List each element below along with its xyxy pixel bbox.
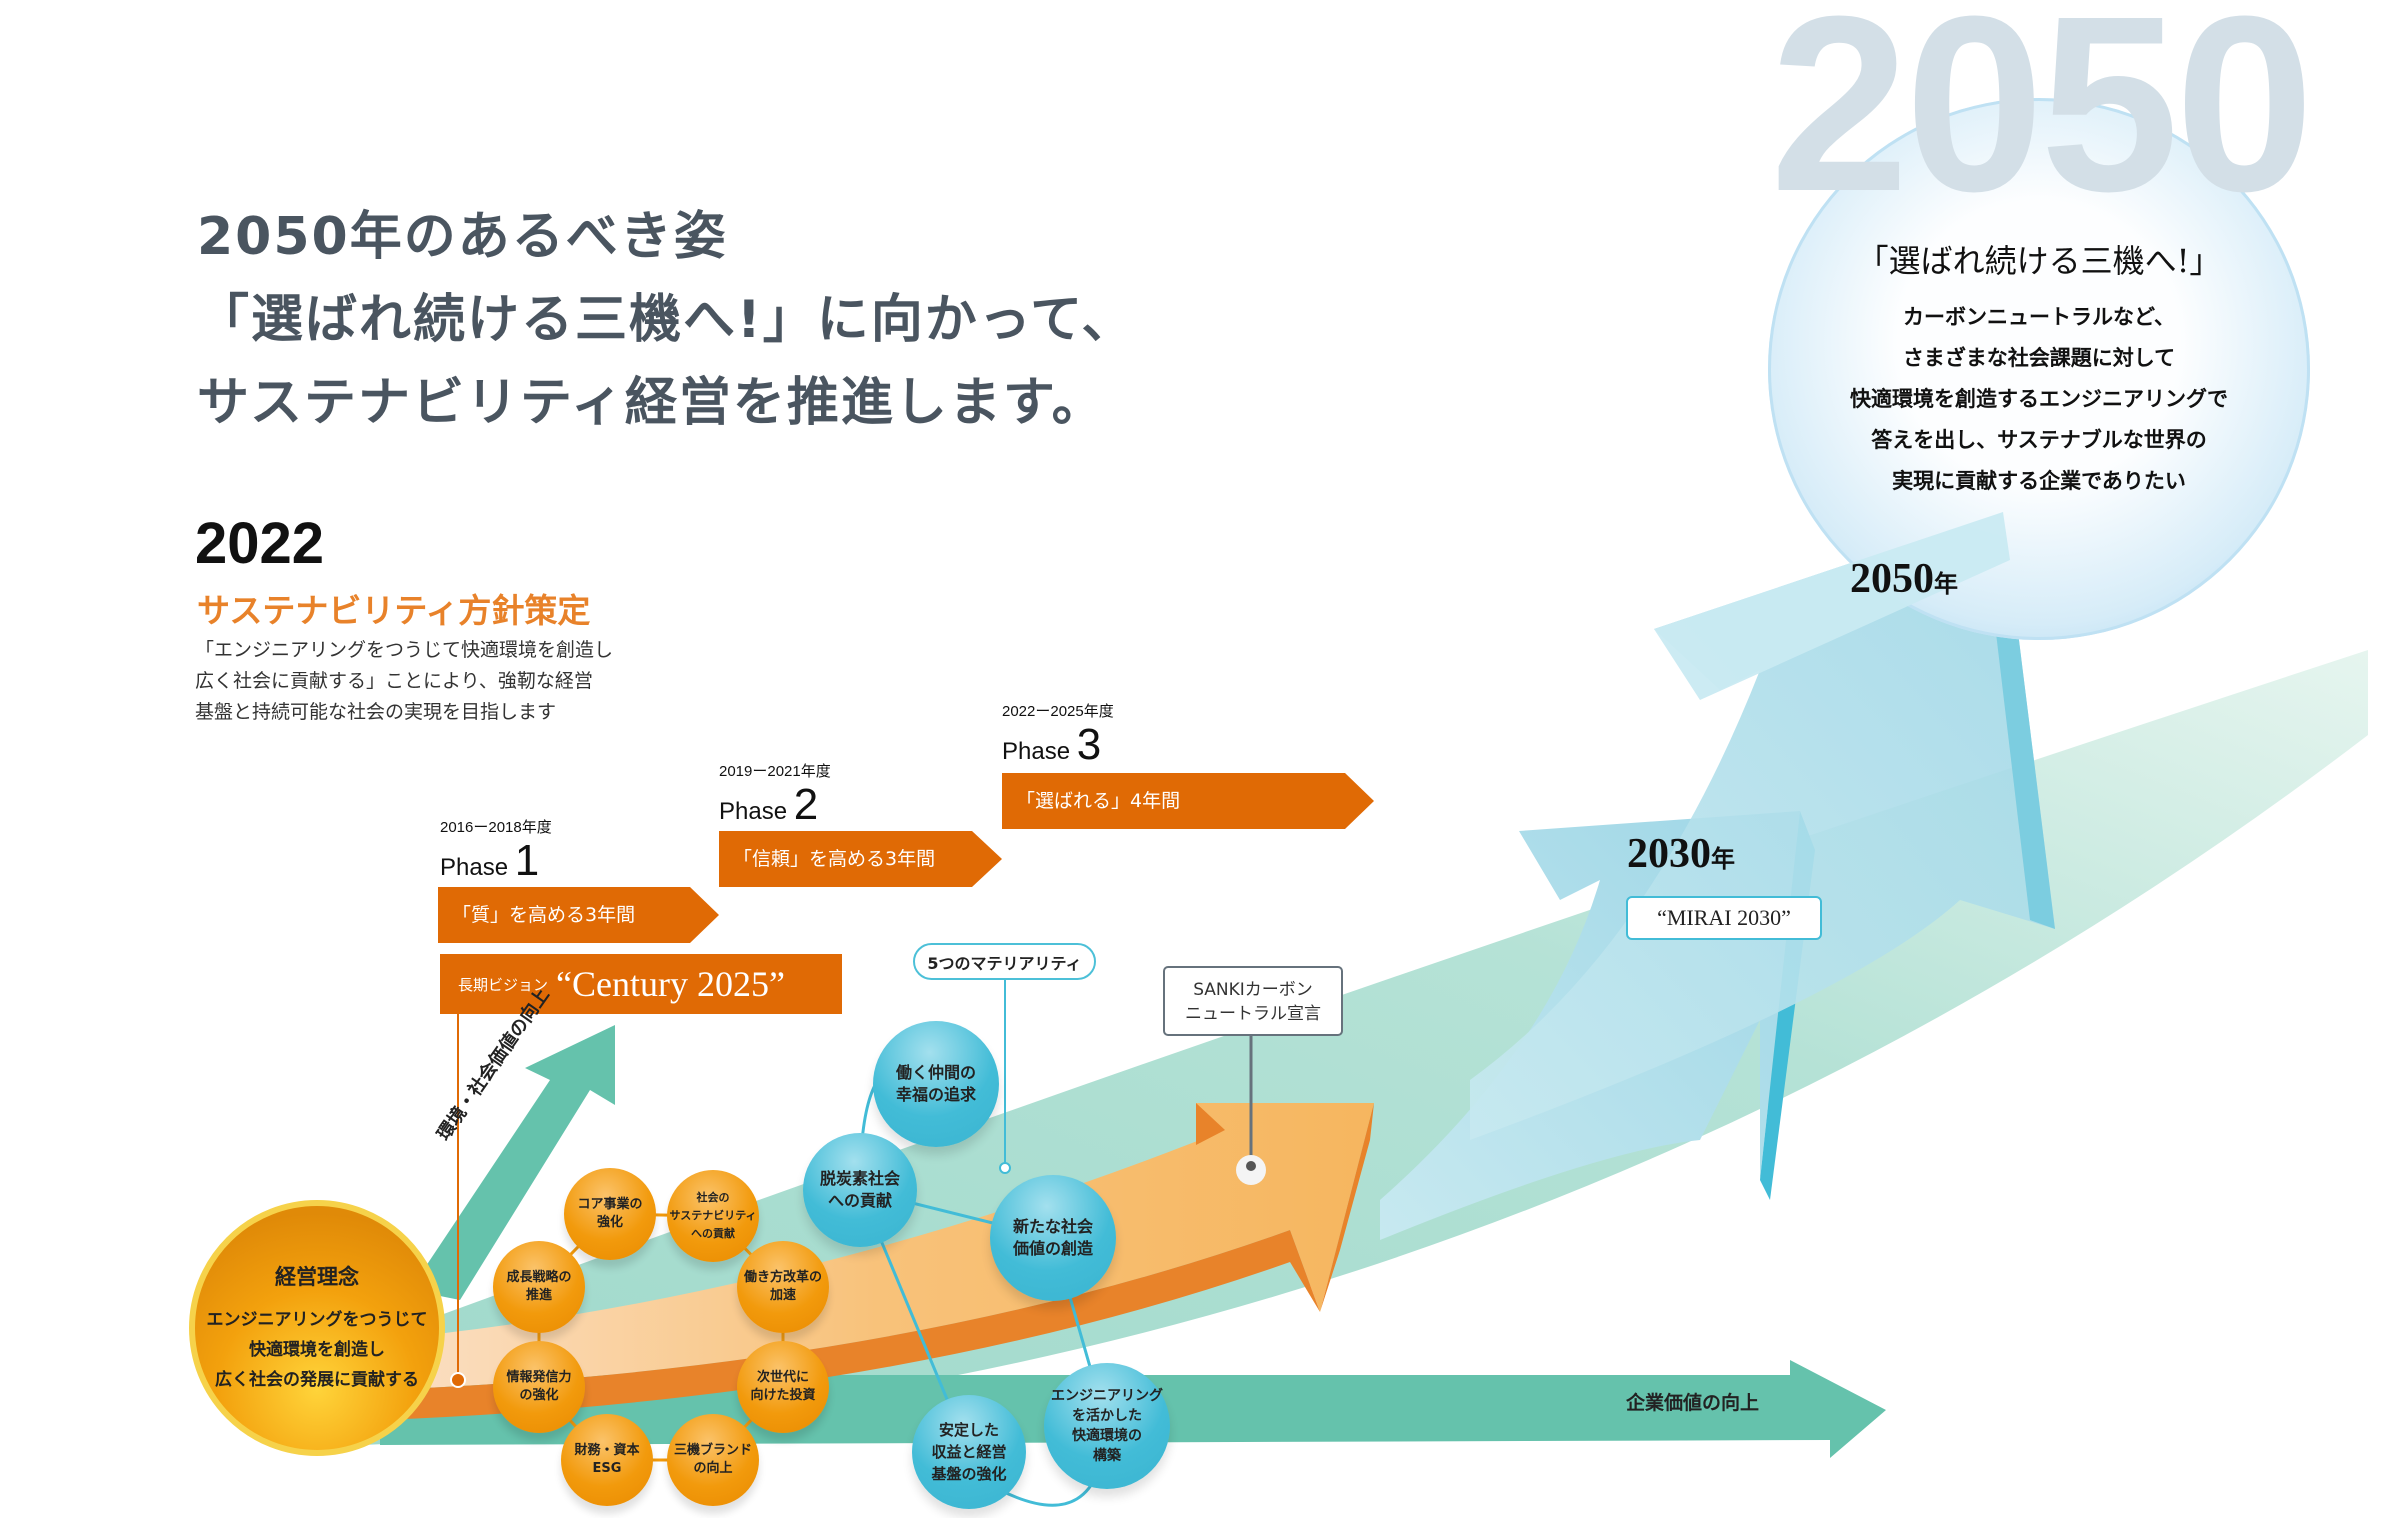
management-philosophy-circle: 経営理念 エンジニアリングをつうじて 快適環境を創造し 広く社会の発展に貢献する xyxy=(189,1200,445,1456)
headline: 2050年のあるべき姿 「選ばれ続ける三機へ!」に向かって、 サステナビリティ経… xyxy=(197,196,1136,445)
orange-arrow-shadow xyxy=(380,1230,1320,1420)
strategy-circle: 財務・資本 ESG xyxy=(561,1414,653,1506)
vision-line: 快適環境を創造するエンジニアリングで xyxy=(1850,386,2228,411)
sanki-carbon-neutral-box: SANKIカーボン ニュートラル宣言 xyxy=(1163,966,1343,1036)
century-2025-vision: 長期ビジョン “Century 2025” xyxy=(440,954,842,1014)
strategy-circle: 次世代に 向けた投資 xyxy=(737,1341,829,1433)
vision-label: 長期ビジョン xyxy=(458,975,549,994)
materiality-circle: 脱炭素社会 への貢献 xyxy=(803,1133,917,1247)
environment-value-arrow xyxy=(410,1025,615,1300)
year-number: 2030 xyxy=(1627,831,1711,877)
phase-word: Phase xyxy=(719,798,788,825)
orange-arrow-notch xyxy=(1196,1103,1225,1145)
phase-2-text: 「信頼」を高める3年間 xyxy=(733,848,936,870)
year-2030-label: 2030年 xyxy=(1627,830,1735,878)
orange-growth-arrow xyxy=(380,1103,1374,1390)
policy-year: 2022 xyxy=(195,511,325,576)
strategy-circle: 三機ブランド の向上 xyxy=(667,1414,759,1506)
year-number: 2050 xyxy=(1850,556,1934,602)
materiality-connector-dot xyxy=(999,1162,1011,1174)
phase-1-text: 「質」を高める3年間 xyxy=(452,904,636,926)
phase-3-label: Phase 3 xyxy=(1002,720,1101,770)
strategy-circle: 成長戦略の 推進 xyxy=(493,1241,585,1333)
vision-2050-body: カーボンニュートラルなど、 さまざまな社会課題に対して 快適環境を創造するエンジ… xyxy=(1768,296,2310,501)
materiality-circle: 安定した 収益と経営 基盤の強化 xyxy=(912,1395,1026,1509)
strategy-circle: 社会の サステナビリティ への貢献 xyxy=(667,1170,759,1262)
materiality-label: 5つのマテリアリティ xyxy=(913,943,1096,980)
philosophy-title: 経営理念 xyxy=(275,1265,359,1289)
phase-number: 1 xyxy=(514,836,540,885)
phase-3-banner xyxy=(1002,773,1374,829)
phase-1-period: 2016ー2018年度 xyxy=(440,819,552,836)
policy-body-line: 基盤と持続可能な社会の実現を目指します xyxy=(195,701,557,723)
materiality-circle: 新たな社会 価値の創造 xyxy=(990,1175,1116,1301)
policy-body-line: 「エンジニアリングをつうじて快適環境を創造し xyxy=(195,639,614,661)
year-2050-label: 2050年 xyxy=(1850,555,1958,603)
sanki-pin-dot xyxy=(1246,1161,1256,1171)
strategy-circle: コア事業の 強化 xyxy=(564,1168,656,1260)
headline-line: 「選ばれ続ける三機へ!」に向かって、 xyxy=(197,290,1136,350)
phase-word: Phase xyxy=(1002,738,1071,765)
phase-number: 2 xyxy=(793,780,819,829)
phase-word: Phase xyxy=(440,854,509,881)
phase-2-label: Phase 2 xyxy=(719,780,818,830)
philosophy-line: エンジニアリングをつうじて xyxy=(206,1310,428,1330)
sanki-line: ニュートラル宣言 xyxy=(1185,1004,1321,1024)
phase-2-banner xyxy=(719,831,1002,887)
philosophy-line: 広く社会の発展に貢献する xyxy=(215,1370,419,1390)
phase-3-text: 「選ばれる」4年間 xyxy=(1016,790,1181,812)
orange-arrow-edge xyxy=(1320,1103,1374,1312)
vision-line: 実現に貢献する企業でありたい xyxy=(1892,468,2186,493)
policy-body-line: 広く社会に貢献する」ことにより、強靭な経営 xyxy=(195,670,593,692)
policy-title: サステナビリティ方針策定 xyxy=(197,591,591,630)
mirai-2030-box: “MIRAI 2030” xyxy=(1626,896,1822,940)
century-connector-dot xyxy=(450,1372,466,1388)
year-suffix: 年 xyxy=(1934,572,1958,598)
philosophy-line: 快適環境を創造し xyxy=(249,1340,385,1360)
strategy-circle: 働き方改革の 加速 xyxy=(737,1241,829,1333)
vision-name: “Century 2025” xyxy=(556,964,785,1004)
phase-1-label: Phase 1 xyxy=(440,836,539,886)
phase-number: 3 xyxy=(1076,720,1102,769)
phase-3-period: 2022ー2025年度 xyxy=(1002,703,1114,720)
year-suffix: 年 xyxy=(1711,847,1735,873)
strategy-circle: 情報発信力 の強化 xyxy=(493,1341,585,1433)
vision-line: 答えを出し、サステナブルな世界の xyxy=(1871,427,2207,452)
vision-line: さまざまな社会課題に対して xyxy=(1902,345,2176,370)
vision-line: カーボンニュートラルなど、 xyxy=(1903,304,2175,329)
phase-2-period: 2019ー2021年度 xyxy=(719,763,831,780)
phase-1-banner xyxy=(438,887,719,943)
corporate-value-label: 企業価値の向上 xyxy=(1626,1392,1760,1414)
sanki-line: SANKIカーボン xyxy=(1193,980,1313,1000)
headline-line: 2050年のあるべき姿 xyxy=(197,207,728,267)
materiality-circle: エンジニアリング を活かした 快適環境の 構築 xyxy=(1044,1363,1170,1489)
vision-2050-title: 「選ばれ続ける三機へ!」 xyxy=(1856,242,2222,280)
materiality-circle: 働く仲間の 幸福の追求 xyxy=(873,1021,999,1147)
policy-body: 「エンジニアリングをつうじて快適環境を創造し 広く社会に貢献する」ことにより、強… xyxy=(195,635,613,728)
headline-line: サステナビリティ経営を推進します。 xyxy=(197,373,1106,433)
